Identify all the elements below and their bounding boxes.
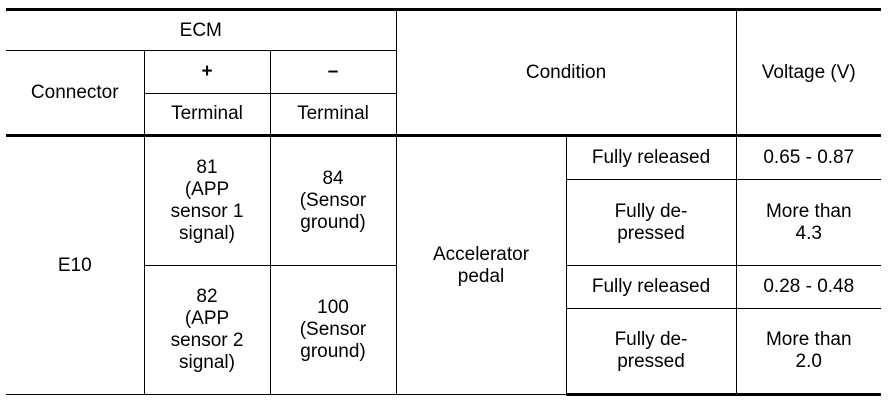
state-cell: Fully released <box>565 265 737 309</box>
connector-cell: E10 <box>6 134 145 395</box>
voltage-cell: 0.28 - 0.48 <box>735 265 882 309</box>
terminal-voltage-table: ECM Condition Voltage (V) Connector + – … <box>6 8 882 396</box>
ecm-header: ECM <box>6 8 397 51</box>
plus-terminal-cell-2: 82 (APP sensor 2 signal) <box>143 265 271 395</box>
plus-header: + <box>143 50 271 94</box>
voltage-cell: 0.65 - 0.87 <box>735 134 882 180</box>
state-cell: Fully de- pressed <box>565 179 737 266</box>
condition-cell: Accelerator pedal <box>395 134 567 395</box>
minus-terminal-header: Terminal <box>269 93 397 136</box>
plus-terminal-cell-1: 81 (APP sensor 1 signal) <box>143 134 271 266</box>
minus-header: – <box>269 50 397 94</box>
state-cell: Fully de- pressed <box>565 308 737 396</box>
connector-header: Connector <box>6 50 145 136</box>
voltage-header: Voltage (V) <box>735 8 882 136</box>
minus-terminal-cell-1: 84 (Sensor ground) <box>269 134 397 266</box>
minus-terminal-cell-2: 100 (Sensor ground) <box>269 265 397 395</box>
plus-terminal-header: Terminal <box>143 93 271 136</box>
voltage-cell: More than 2.0 <box>735 308 882 396</box>
state-cell: Fully released <box>565 134 737 180</box>
voltage-cell: More than 4.3 <box>735 179 882 266</box>
condition-header: Condition <box>395 8 737 136</box>
